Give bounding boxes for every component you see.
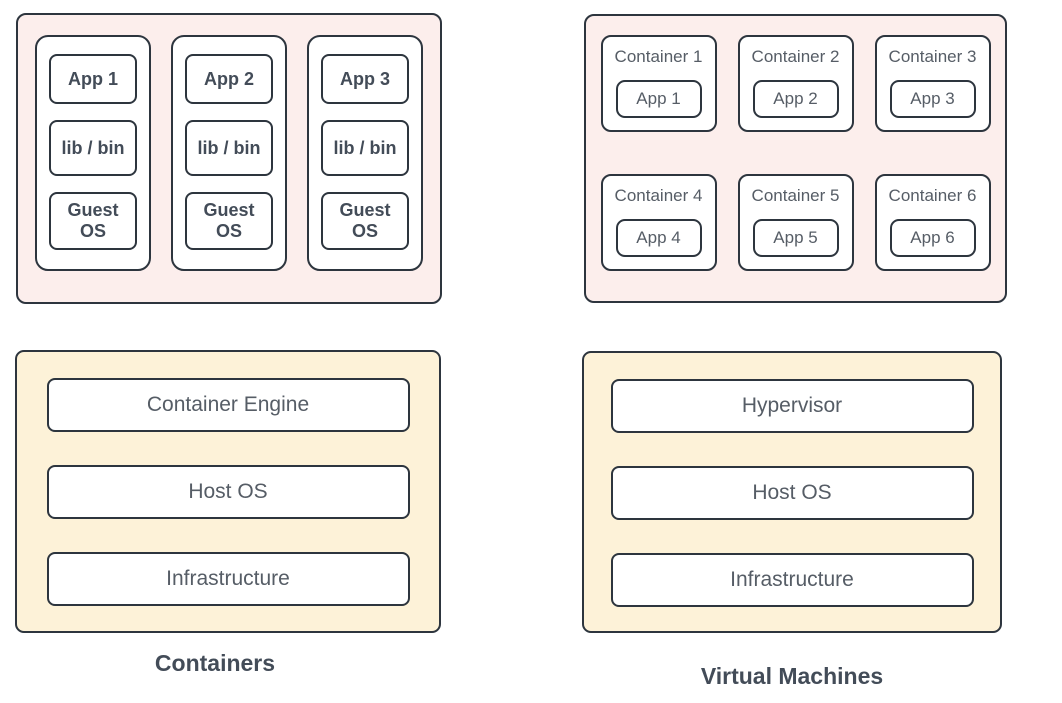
host-os-layer: Host OS — [610, 466, 974, 520]
vm-stack-2: App 2 lib / bin Guest OS — [171, 35, 287, 271]
lib-bin-box: lib / bin — [321, 120, 409, 176]
app-box: App 1 — [49, 54, 137, 104]
guest-os-box: Guest OS — [49, 192, 137, 250]
app-box: App 4 — [615, 219, 702, 257]
lib-bin-box: lib / bin — [49, 120, 137, 176]
infrastructure-layer: Infrastructure — [610, 553, 974, 607]
container-box-5: Container 5 App 5 — [737, 174, 854, 271]
right-layers-group: Hypervisor Host OS Infrastructure — [582, 351, 1002, 633]
app-box: App 3 — [321, 54, 409, 104]
left-stacks-group: App 1 lib / bin Guest OS App 2 lib / bin… — [16, 13, 442, 304]
guest-os-box: Guest OS — [185, 192, 273, 250]
app-box: App 2 — [752, 80, 839, 118]
vm-stack-1: App 1 lib / bin Guest OS — [35, 35, 151, 271]
lib-bin-box: lib / bin — [185, 120, 273, 176]
container-box-1: Container 1 App 1 — [600, 35, 717, 132]
app-box: App 1 — [615, 80, 702, 118]
app-box: App 3 — [889, 80, 976, 118]
container-title: Container 2 — [751, 47, 840, 66]
container-title: Container 3 — [888, 47, 977, 66]
guest-os-box: Guest OS — [321, 192, 409, 250]
hypervisor-layer: Hypervisor — [610, 379, 974, 433]
container-box-3: Container 3 App 3 — [874, 35, 991, 132]
vm-stack-3: App 3 lib / bin Guest OS — [307, 35, 423, 271]
app-box: App 5 — [752, 219, 839, 257]
container-title: Container 5 — [751, 186, 840, 205]
app-box: App 6 — [889, 219, 976, 257]
infrastructure-layer: Infrastructure — [46, 552, 410, 606]
right-containers-group: Container 1 App 1 Container 2 App 2 Cont… — [584, 14, 1007, 303]
container-box-6: Container 6 App 6 — [874, 174, 991, 271]
container-title: Container 6 — [888, 186, 977, 205]
containers-caption: Containers — [154, 650, 276, 676]
container-box-4: Container 4 App 4 — [600, 174, 717, 271]
left-layers-group: Container Engine Host OS Infrastructure — [15, 350, 441, 633]
container-title: Container 4 — [614, 186, 703, 205]
container-title: Container 1 — [614, 47, 703, 66]
container-engine-layer: Container Engine — [46, 378, 410, 432]
host-os-layer: Host OS — [46, 465, 410, 519]
app-box: App 2 — [185, 54, 273, 104]
container-box-2: Container 2 App 2 — [737, 35, 854, 132]
virtual-machines-caption: Virtual Machines — [700, 663, 884, 689]
